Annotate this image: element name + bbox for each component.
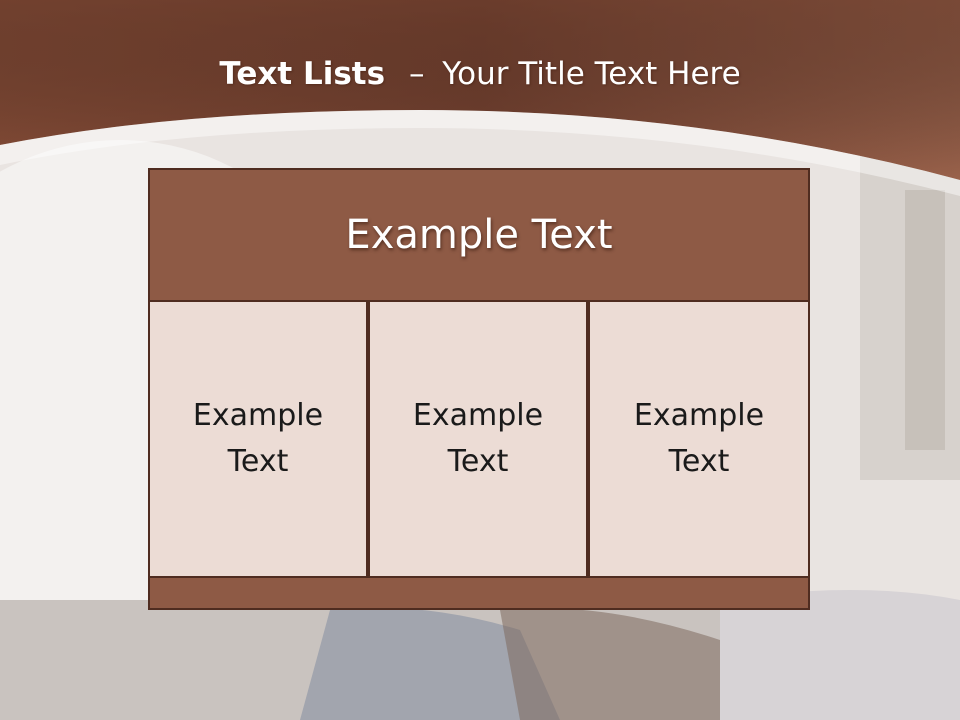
text-list-table: Example Text Example Text Example Text E… (148, 168, 810, 610)
slide-title: Text Lists – Your Title Text Here (0, 52, 960, 96)
table-cell-2-text: Example Text (412, 398, 544, 479)
table-cell-3-text: Example Text (633, 398, 765, 479)
table-cell-1-text: Example Text (192, 398, 324, 479)
table-cell-2: Example Text (368, 300, 588, 578)
table-footer-bar (148, 576, 810, 610)
title-dash: – (408, 56, 425, 92)
title-bold-text: Text Lists (219, 56, 386, 92)
table-header-cell: Example Text (148, 168, 810, 302)
table-header-text: Example Text (345, 212, 613, 258)
title-subtitle-text: Your Title Text Here (442, 56, 741, 92)
table-cell-1: Example Text (148, 300, 368, 578)
table-cell-3: Example Text (588, 300, 810, 578)
